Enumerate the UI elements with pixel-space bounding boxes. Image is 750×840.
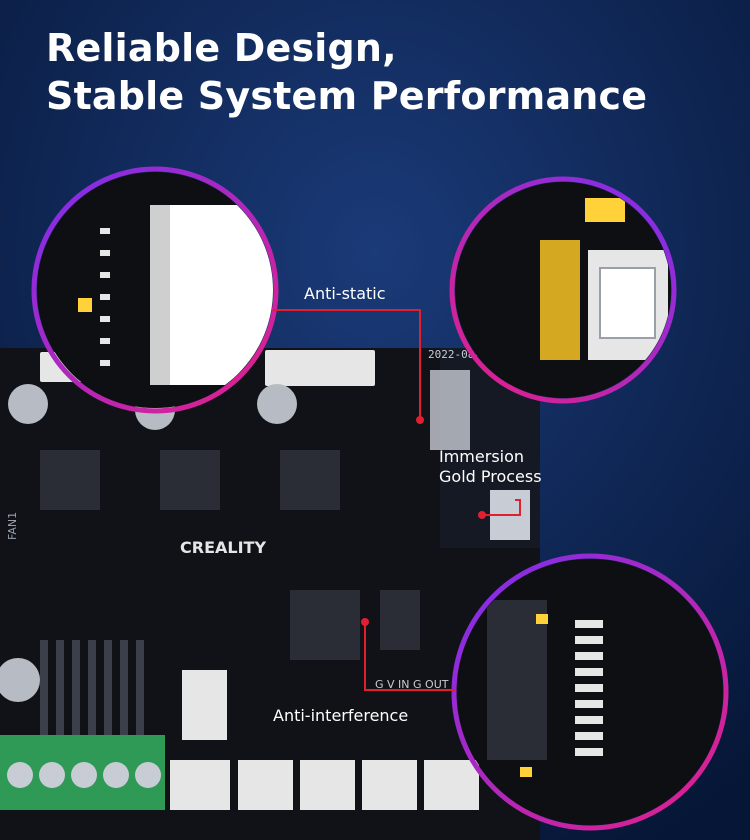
callout-anti-static: Anti-static [304, 284, 386, 304]
headline-line-1: Reliable Design, [46, 26, 397, 70]
callout-lines [273, 309, 521, 691]
pcb-board: CREALITY 2022-08-01 FAN1 G V IN G OUT [0, 348, 540, 840]
brand-label: CREALITY [180, 538, 266, 557]
callout-anti-static-label: Anti-static [304, 284, 386, 303]
callout-immersion-gold: Immersion Gold Process [439, 447, 542, 487]
headline-line-2: Stable System Performance [46, 74, 648, 118]
zoom-circle-anti-static [31, 166, 279, 414]
fan-label: FAN1 [6, 512, 19, 540]
zoom-circle-usb [449, 176, 677, 404]
callout-anti-interference-label: Anti-interference [273, 706, 409, 725]
header-pins-label: G V IN G OUT [375, 678, 449, 691]
callout-immersion-line-1: Immersion [439, 447, 525, 466]
callout-anti-interference: Anti-interference [273, 706, 408, 726]
zoom-circle-anti-interference [451, 553, 729, 831]
callout-immersion-line-2: Gold Process [439, 467, 542, 486]
callout-dots [361, 416, 486, 626]
headline: Reliable Design, Stable System Performan… [46, 24, 647, 120]
